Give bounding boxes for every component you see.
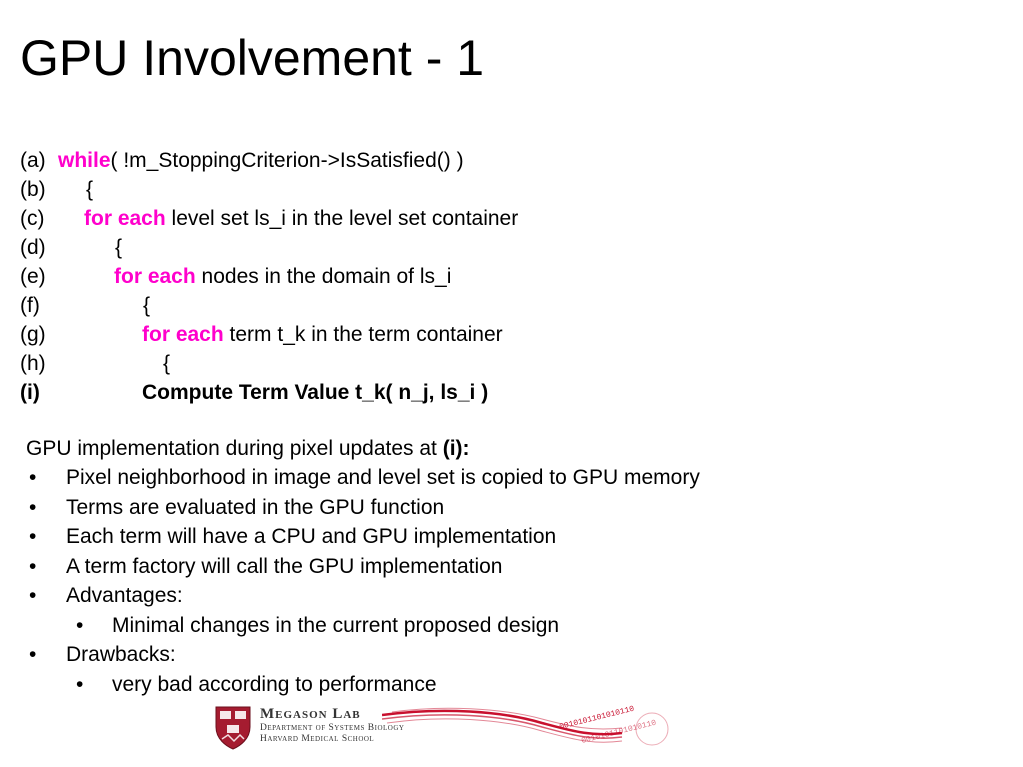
bullet-dot: • bbox=[29, 643, 37, 666]
code-line-label: (a) bbox=[20, 149, 46, 172]
list-item: • Pixel neighborhood in image and level … bbox=[26, 463, 1006, 493]
department-name: Department of Systems Biology bbox=[260, 723, 405, 733]
code-text: term t_k in the term container bbox=[223, 323, 503, 346]
code-text: { bbox=[143, 294, 151, 317]
code-text: { bbox=[86, 178, 94, 201]
bullet-text: Each term will have a CPU and GPU implem… bbox=[66, 525, 557, 548]
bullet-dot: • bbox=[29, 466, 37, 489]
code-line-label: (e) bbox=[20, 265, 46, 288]
code-line-label: (b) bbox=[20, 178, 46, 201]
keyword-while: while bbox=[58, 149, 111, 172]
bullet-text: Minimal changes in the current proposed … bbox=[112, 613, 560, 637]
bullet-dot: • bbox=[29, 495, 37, 519]
code-line-label: (i) bbox=[20, 381, 40, 404]
bullet-text: Advantages: bbox=[66, 584, 183, 607]
bullet-dot: • bbox=[29, 584, 37, 607]
code-line-label: (h) bbox=[20, 352, 46, 375]
heading-bold-ref: (i): bbox=[442, 437, 470, 460]
bullet-dot: • bbox=[76, 613, 84, 637]
code-line-a: (a) while( !m_StoppingCriterion->IsSatis… bbox=[20, 146, 1010, 175]
lab-logo-footer: Megason Lab Department of Systems Biolog… bbox=[214, 703, 694, 755]
code-line-g: (g) for each term t_k in the term contai… bbox=[20, 320, 1010, 349]
list-item: • A term factory will call the GPU imple… bbox=[26, 552, 1006, 582]
dna-swoosh-icon: 0010101101010110 0010101101010110 bbox=[382, 705, 669, 746]
code-line-f: (f) { bbox=[20, 291, 1010, 320]
bullet-text: Drawbacks: bbox=[66, 643, 176, 666]
harvard-crest-icon bbox=[215, 706, 251, 750]
lab-wordmark: Megason Lab Department of Systems Biolog… bbox=[260, 705, 404, 745]
sub-list-item: • Minimal changes in the current propose… bbox=[26, 611, 1006, 641]
bullet-dot: • bbox=[29, 525, 37, 548]
code-line-i: (i) Compute Term Value t_k( n_j, ls_i ) bbox=[20, 378, 1010, 407]
bullet-text: very bad according to performance bbox=[112, 672, 437, 696]
bullet-text: Pixel neighborhood in image and level se… bbox=[66, 466, 700, 489]
code-text: Compute Term Value t_k( n_j, ls_i ) bbox=[142, 381, 489, 404]
slide-title: GPU Involvement - 1 bbox=[20, 30, 485, 86]
code-text: { bbox=[115, 236, 123, 259]
bullet-text: A term factory will call the GPU impleme… bbox=[66, 554, 503, 578]
list-item-drawbacks: • Drawbacks: bbox=[26, 640, 1006, 670]
section-heading: GPU implementation during pixel updates … bbox=[26, 434, 1006, 463]
keyword-for-each: for each bbox=[114, 265, 196, 288]
school-name: Harvard Medical School bbox=[260, 734, 375, 744]
lab-name: Megason Lab bbox=[260, 706, 361, 722]
code-text: level set ls_i in the level set containe… bbox=[165, 207, 519, 230]
list-item-advantages: • Advantages: bbox=[26, 581, 1006, 611]
bullet-dot: • bbox=[76, 672, 84, 696]
code-text: { bbox=[163, 352, 171, 375]
code-line-e: (e) for each nodes in the domain of ls_i bbox=[20, 262, 1010, 291]
code-line-b: (b) { bbox=[20, 175, 1010, 204]
keyword-for-each: for each bbox=[84, 207, 166, 230]
heading-text: GPU implementation during pixel updates … bbox=[26, 437, 443, 460]
sub-list-item: • very bad according to performance bbox=[26, 670, 1006, 700]
code-line-d: (d) { bbox=[20, 233, 1010, 262]
code-line-label: (g) bbox=[20, 323, 46, 346]
gpu-implementation-section: GPU implementation during pixel updates … bbox=[26, 434, 1006, 699]
code-text: ( !m_StoppingCriterion->IsSatisfied() ) bbox=[110, 149, 464, 172]
keyword-for-each: for each bbox=[142, 323, 224, 346]
bullet-text: Terms are evaluated in the GPU function bbox=[66, 495, 445, 519]
list-item: • Each term will have a CPU and GPU impl… bbox=[26, 522, 1006, 552]
code-text: nodes in the domain of ls_i bbox=[195, 265, 452, 288]
code-line-label: (f) bbox=[20, 294, 40, 317]
code-line-label: (d) bbox=[20, 236, 46, 259]
code-line-label: (c) bbox=[20, 207, 45, 230]
list-item: • Terms are evaluated in the GPU functio… bbox=[26, 493, 1006, 523]
bullet-dot: • bbox=[29, 554, 37, 578]
code-line-h: (h) { bbox=[20, 349, 1010, 378]
code-line-c: (c) for each level set ls_i in the level… bbox=[20, 204, 1010, 233]
pseudocode-block: (a) while( !m_StoppingCriterion->IsSatis… bbox=[20, 146, 1010, 407]
